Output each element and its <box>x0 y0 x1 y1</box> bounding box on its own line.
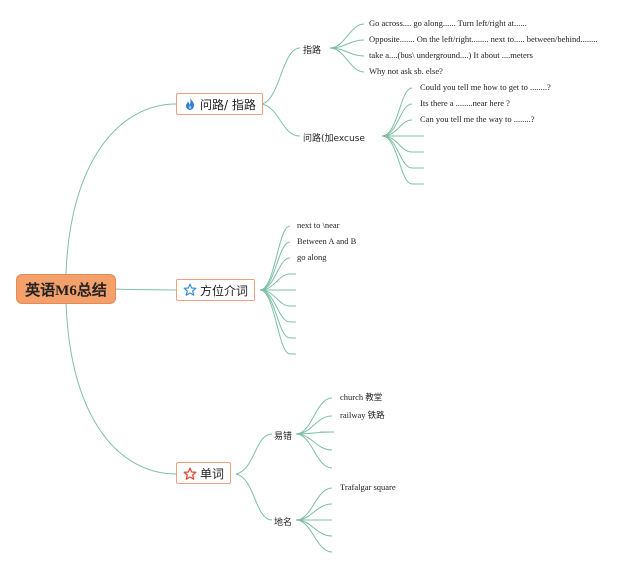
branch-danci[interactable]: 单词 <box>176 462 232 484</box>
link-b1-s2 <box>261 103 301 137</box>
leaf-item[interactable]: take a....(bus\ underground....) It abou… <box>369 50 533 60</box>
leaf-item[interactable]: Its there a ........near here ? <box>420 98 510 108</box>
root-node[interactable]: 英语M6总结 <box>16 274 116 304</box>
leaf-item[interactable]: church 教堂 <box>340 392 383 402</box>
leaf-item[interactable]: go along <box>297 252 327 262</box>
star-outline-icon <box>183 283 197 297</box>
branch-label: 单词 <box>200 466 225 481</box>
branch-wenlu[interactable]: 问路/ 指路 <box>176 93 263 115</box>
leaf-item[interactable]: Go across.... go along...... Turn left/r… <box>369 18 527 28</box>
leaf-item[interactable]: Could you tell me how to get to ........… <box>420 82 551 92</box>
branch-label: 问路/ 指路 <box>200 97 256 112</box>
link-b3-s1 <box>235 433 273 475</box>
leaf-item[interactable]: Opposite....... On the left/right.......… <box>369 34 598 44</box>
leaf-item[interactable]: railway 铁路 <box>340 410 385 420</box>
link-b1-s1 <box>261 47 301 105</box>
link-root-b1 <box>65 103 177 275</box>
sub-yicuo[interactable]: 易错 <box>274 432 293 442</box>
leaf-item[interactable]: Why not ask sb. else? <box>369 66 443 76</box>
leaf-item[interactable]: Trafalgar square <box>340 482 396 492</box>
sub-diming[interactable]: 地名 <box>274 518 293 528</box>
link-root-b2 <box>113 288 177 291</box>
leaf-item[interactable]: Between A and B <box>297 236 357 246</box>
flame-icon <box>183 97 197 111</box>
link-root-b3 <box>65 301 177 475</box>
sub-zhilu[interactable]: 指路 <box>303 46 322 56</box>
branch-fangwei[interactable]: 方位介词 <box>176 279 256 301</box>
link-b3-s2 <box>235 473 273 521</box>
leaf-item[interactable]: Can you tell me the way to ........? <box>420 114 535 124</box>
branch-label: 方位介词 <box>200 283 249 298</box>
star-red-outline-icon <box>183 466 197 480</box>
leaf-item[interactable]: next to \near <box>297 220 340 230</box>
sub-wenlu[interactable]: 问路(加excuse <box>303 134 365 144</box>
